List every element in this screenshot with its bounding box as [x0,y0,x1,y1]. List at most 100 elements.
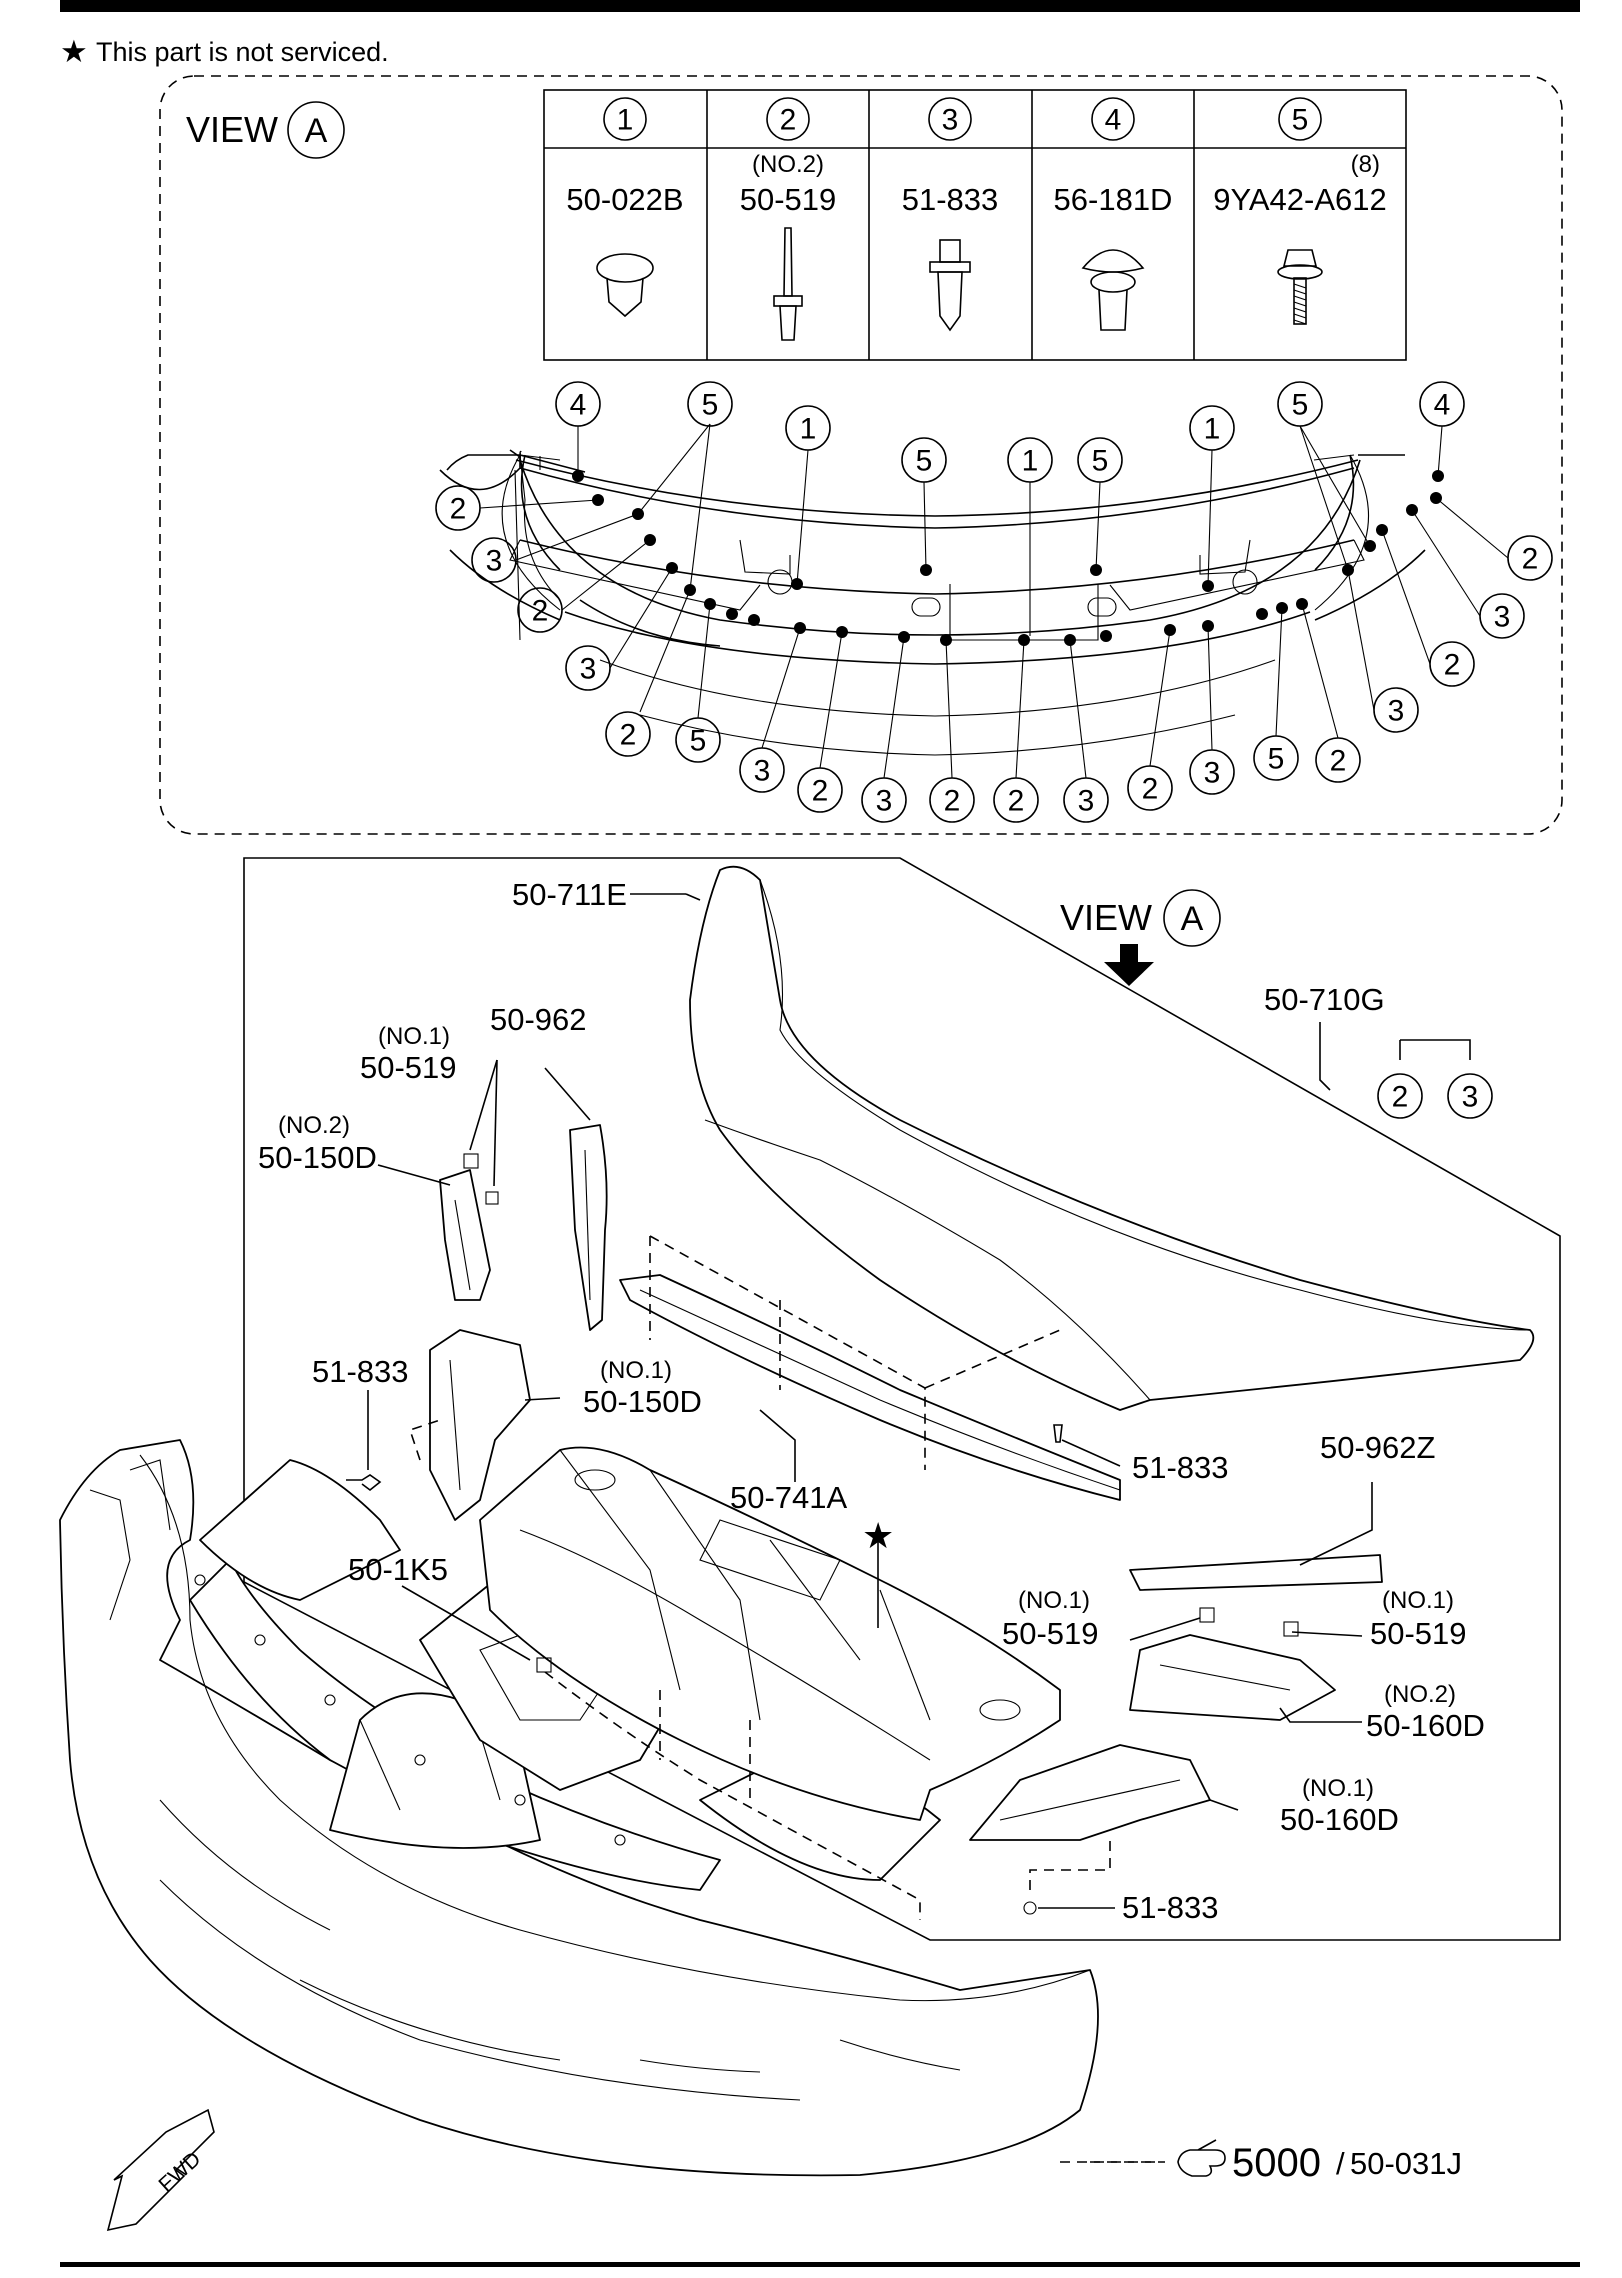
callout-number: 2 [812,775,829,808]
view-a-bumper-outline [439,449,1426,756]
callout-5: 5 [1077,437,1123,483]
fastener-column-2: 2(NO.2)50-519 [740,97,837,341]
exploded-fasteners [346,1153,1299,1915]
reinforcement-50-741A [619,1274,1121,1501]
star-symbol: ★ [60,34,88,69]
callout-number: 3 [754,755,771,788]
label-50-710G: 50-710G [1264,982,1385,1017]
callout-number: 4 [570,389,587,422]
label-50-962: 50-962 [490,1002,587,1037]
fastener-part-number: 50-519 [740,182,837,217]
mount-point [1256,608,1268,620]
callout-number: 3 [580,653,597,686]
view-a-letter: A [305,112,328,150]
fastener-column-4: 456-181D [1054,97,1172,331]
callout-number: 2 [532,595,549,628]
label-50-160D-a: 50-160D [1366,1708,1485,1743]
callout-2: 2 [797,767,843,813]
fastener-qualifier: (NO.2) [752,151,824,178]
view-a-label: VIEW [186,109,278,150]
callout-4: 4 [555,381,601,427]
sub-part-number: 3 [1462,1081,1479,1114]
not-serviced-note: ★ This part is not serviced. [60,34,389,69]
callout-2: 2 [1315,737,1361,783]
callout-number: 3 [486,545,503,578]
callout-number: 2 [1444,649,1461,682]
callout-number: 2 [1008,785,1025,818]
mount-point [748,614,760,626]
callout-number: 5 [1292,389,1309,422]
callout-5: 5 [1253,735,1299,781]
callout-number: 3 [876,785,893,818]
exploded-view-heading: VIEW A [1060,889,1221,986]
callout-3: 3 [1479,593,1525,639]
fastener-number: 4 [1105,104,1122,137]
callout-5: 5 [901,437,947,483]
fastener-number: 5 [1292,104,1309,137]
exploded-view-boundary [243,857,1561,1941]
callout-number: 2 [1522,543,1539,576]
bracket-50-160D-no2 [1129,1634,1336,1721]
callout-number: 2 [620,719,637,752]
callout-2: 2 [517,587,563,633]
label-50-160D-b: 50-160D [1280,1802,1399,1837]
callout-2: 2 [605,711,651,757]
callout-number: 3 [1494,601,1511,634]
callout-3: 3 [1373,687,1419,733]
exploded-view-label: VIEW [1060,897,1152,938]
reference-group: 5000 [1232,2141,1321,2185]
callout-number: 1 [1022,445,1039,478]
callout-5: 5 [687,381,733,427]
label-51-833-a: 51-833 [312,1354,409,1389]
qualifier-50-160D-no1: (NO.1) [1302,1775,1374,1802]
qualifier-50-519-no1-a: (NO.1) [378,1023,450,1050]
bracket-50-160D-no1 [969,1744,1211,1841]
fastener-part-number: 9YA42-A612 [1213,182,1387,217]
callout-2: 2 [1127,765,1173,811]
label-50-962Z: 50-962Z [1320,1430,1435,1465]
assembly-guide-lines [408,1235,1160,2163]
callout-2: 2 [435,485,481,531]
fastener-part-number: 50-022B [566,182,683,217]
view-a-heading: VIEW A [186,101,345,159]
label-50-519-c: 50-519 [1370,1616,1467,1651]
callout-number: 5 [1268,743,1285,776]
label-50-519-b: 50-519 [1002,1616,1099,1651]
label-50-150D-a: 50-150D [258,1140,377,1175]
callout-number: 1 [800,413,817,446]
label-50-150D-b: 50-150D [583,1384,702,1419]
fastener-number: 1 [617,104,634,137]
top-border-bar [60,0,1580,12]
screw-grommet-icon [929,239,971,332]
fastener-table: 150-022B2(NO.2)50-519351-833456-181D5(8)… [543,89,1407,361]
bracket-50-150D-no1 [429,1329,531,1521]
seal-50-962Z [1129,1554,1383,1591]
label-51-833-c: 51-833 [1122,1890,1219,1925]
fastener-number-circle [603,97,647,141]
exploded-view-letter-circle [1163,889,1221,947]
callout-number: 2 [1330,745,1347,778]
callout-1: 1 [1007,437,1053,483]
qualifier-50-519-no1-b: (NO.1) [1018,1587,1090,1614]
qualifier-50-519-no1-c: (NO.1) [1382,1587,1454,1614]
callout-3: 3 [1063,777,1109,823]
callout-3: 3 [1189,749,1235,795]
leader-lines [367,893,1471,1909]
upper-garnish-50-711E [689,865,1535,1411]
callout-number: 3 [1388,695,1405,728]
mount-point [726,608,738,620]
callout-number: 2 [1142,773,1159,806]
fwd-label: FWD [154,2148,205,2197]
fwd-arrow-icon [106,2108,215,2232]
callout-5: 5 [1277,381,1323,427]
callout-4: 4 [1419,381,1465,427]
group-reference: 5000 / 50-031J [1090,2139,1462,2185]
bottom-border-bar [60,2262,1580,2267]
flange-bolt-icon [1277,249,1323,325]
fastener-column-5: 5(8)9YA42-A612 [1213,97,1387,325]
view-a-letter-circle [287,101,345,159]
label-50-519-a: 50-519 [360,1050,457,1085]
callout-1: 1 [1189,405,1235,451]
